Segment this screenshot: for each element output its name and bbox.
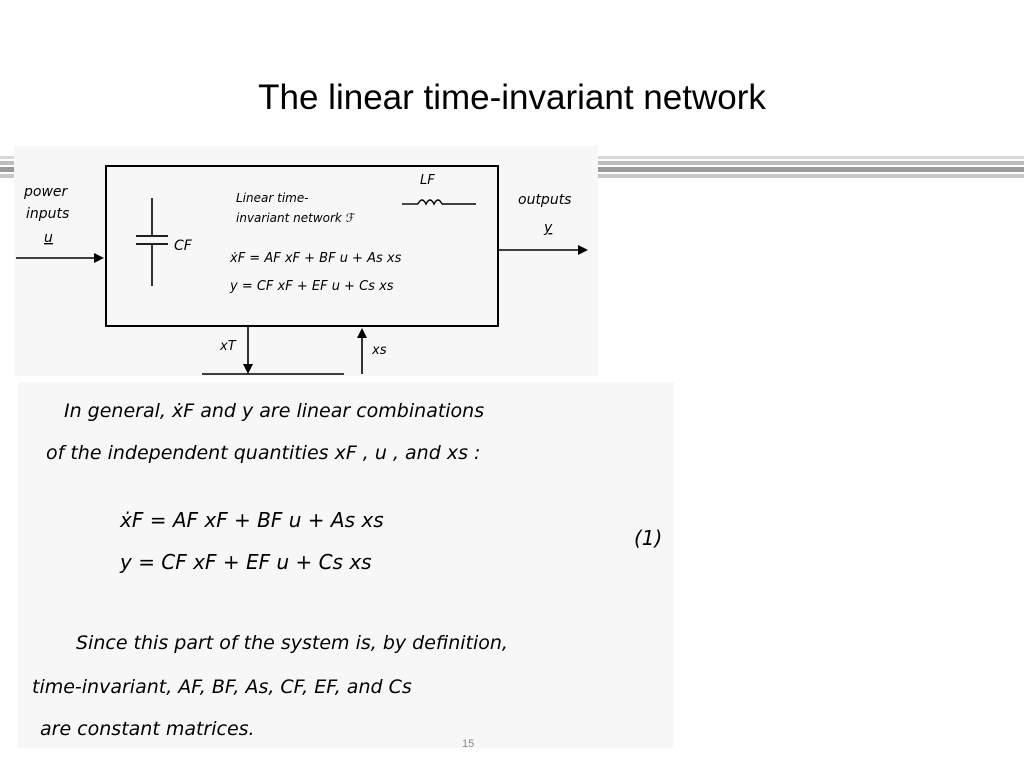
block-diagram: power inputs u outputs y CF LF Linear ti…: [14, 146, 598, 376]
equation-number: (1): [634, 526, 663, 550]
output-label: outputs: [518, 192, 571, 208]
network-eq2: y = CF xF + EF u + Cs xs: [229, 279, 394, 294]
network-eq1: ẋF = AF xF + BF u + As xs: [229, 251, 402, 266]
input-arrow-head: [94, 253, 104, 263]
notes-line-2: of the independent quantities xF , u , a…: [46, 442, 481, 464]
network-line2: invariant network ℱ: [236, 211, 356, 225]
input-var: u: [44, 230, 53, 246]
notes-eq-2: y = CF xF + EF u + Cs xs: [120, 550, 372, 574]
output-arrow-head: [578, 245, 588, 255]
notes-eq-1: ẋF = AF xF + BF u + As xs: [120, 508, 384, 532]
slide-title: The linear time-invariant network: [258, 78, 766, 117]
inductor-label: LF: [420, 173, 435, 188]
bottom-right-var: xs: [371, 343, 387, 358]
notes-line-5: are constant matrices.: [40, 718, 255, 740]
inductor-coil: [417, 199, 443, 206]
network-box: [105, 165, 499, 327]
notes-line-1: In general, ẋF and y are linear combinat…: [64, 400, 485, 422]
notes-line-3: Since this part of the system is, by def…: [76, 632, 508, 654]
notes-panel: [18, 382, 674, 748]
notes-line-4: time-invariant, AF, BF, As, CF, EF, and …: [32, 676, 412, 698]
xt-arrow-head: [243, 364, 253, 374]
page-number: 15: [462, 738, 475, 750]
bottom-left-var: xT: [219, 339, 237, 354]
xs-arrow-head: [357, 328, 367, 338]
input-label-inputs: inputs: [26, 206, 69, 222]
network-line1: Linear time-: [236, 191, 309, 205]
capacitor-label: CF: [174, 238, 193, 254]
input-label-power: power: [23, 184, 69, 200]
output-var: y: [543, 220, 553, 236]
